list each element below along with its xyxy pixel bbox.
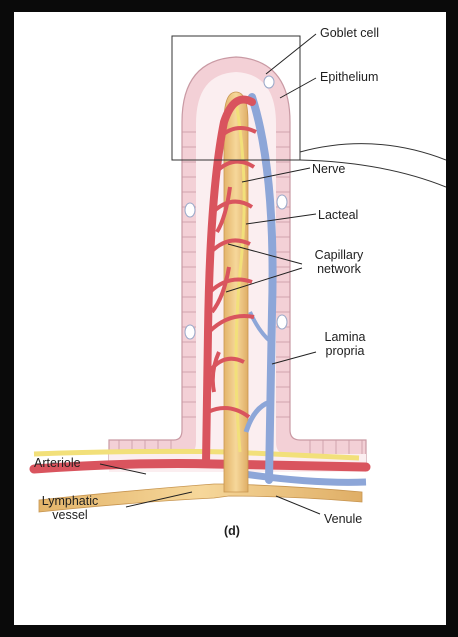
label-lymphatic-vessel: Lymphatic vessel: [41, 494, 99, 522]
venule-vessel: [243, 470, 367, 486]
capillary-network-lines: [207, 126, 257, 419]
arteriole-vessel: [29, 459, 371, 474]
epithelial-cells: [118, 131, 363, 454]
nerve-fiber: [234, 101, 246, 453]
lymphatic-vessel-shape: [38, 483, 363, 513]
arterial-capillary: [202, 95, 256, 468]
goblet-cell: [184, 324, 196, 340]
figure-frame: Goblet cell Epithelium Nerve Lacteal Cap…: [14, 12, 446, 625]
goblet-cell: [184, 202, 196, 218]
label-arteriole: Arteriole: [34, 456, 81, 470]
leader-lines: [99, 33, 321, 515]
label-goblet-cell: Goblet cell: [320, 26, 380, 40]
label-nerve: Nerve: [312, 162, 346, 176]
label-lamina-propria: Lamina propria: [324, 330, 366, 358]
nerve-fiber-base: [33, 448, 360, 461]
goblet-cell: [276, 194, 288, 210]
magnification-lines: [299, 159, 446, 188]
magnification-lines: [299, 143, 446, 161]
label-lacteal: Lacteal: [318, 208, 359, 222]
label-venule: Venule: [324, 512, 363, 526]
venous-capillary: [248, 93, 277, 484]
label-capillary-network: Capillary network: [314, 248, 364, 276]
venous-branch: [243, 399, 271, 433]
magnification-box: [171, 35, 301, 161]
villus-diagram: [29, 33, 446, 515]
label-epithelium: Epithelium: [320, 70, 379, 84]
goblet-cell: [263, 75, 275, 89]
panel-letter: (d): [224, 524, 240, 538]
goblet-cell: [276, 314, 288, 330]
